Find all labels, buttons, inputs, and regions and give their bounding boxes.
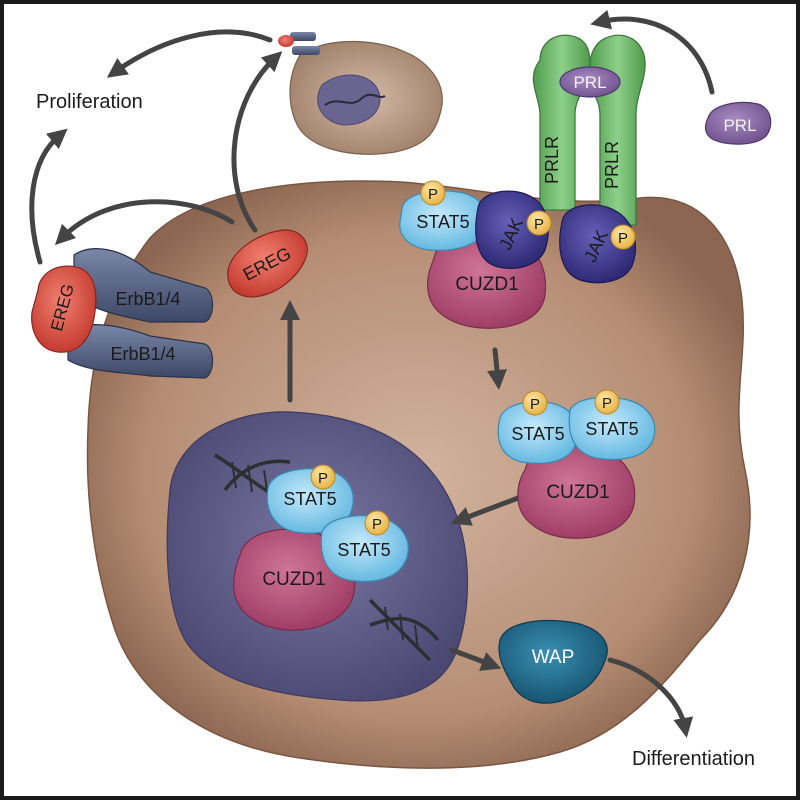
proliferation-label: Proliferation	[36, 91, 143, 113]
stat5-nucleus-bottom: STAT5	[320, 515, 409, 583]
arrow-neighbor-to-proliferation	[106, 29, 273, 78]
ereg-cell: EREG	[227, 229, 308, 298]
stat5-cyto-right: STAT5	[568, 396, 656, 461]
phospho-label: P	[618, 230, 628, 247]
arrow-ereg-to-erbb	[54, 199, 235, 246]
prl-bound-label: PRL	[573, 73, 606, 92]
arrow-nucleus-to-wap	[449, 647, 502, 671]
phospho-label: P	[534, 216, 544, 233]
phospho-cyto-right: P	[594, 389, 620, 415]
phospho-jak-left: P	[526, 210, 552, 236]
dna-helix-lower	[368, 598, 440, 662]
phospho-label: P	[602, 395, 612, 412]
arrow-receptor-to-cytoplasm	[487, 347, 507, 390]
stat5-receptor: STAT5	[399, 190, 487, 251]
phospho-label: P	[428, 186, 438, 203]
stat5-cyto-right-label: STAT5	[585, 419, 638, 439]
phospho-cyto-left: P	[522, 390, 548, 416]
differentiation-label: Differentiation	[632, 748, 755, 770]
stat5-cyto-left-label: STAT5	[511, 424, 564, 444]
prl-free-label: PRL	[723, 116, 756, 135]
wap-label: WAP	[532, 647, 575, 668]
arrow-ereg-to-neighbor	[231, 51, 283, 233]
erbb-bottom-label: ErbB1/4	[110, 344, 175, 364]
phospho-label: P	[318, 470, 328, 487]
ereg-neighbor: EREG	[31, 265, 97, 353]
phospho-stat5-receptor: P	[420, 180, 446, 206]
erbb-bottom: ErbB1/4	[67, 324, 214, 379]
cuzd1-nucleus-label: CUZD1	[262, 569, 325, 590]
prl-bound: PRL	[559, 66, 621, 98]
neighbor-nucleus	[317, 74, 386, 126]
prl-free: PRL	[704, 101, 772, 145]
cuzd1-receptor-label: CUZD1	[455, 274, 518, 295]
cuzd1-cytoplasm: CUZD1	[517, 445, 636, 539]
wap: WAP	[498, 620, 608, 704]
prlr-right-label: PRLR	[602, 141, 622, 189]
cuzd1-cytoplasm-label: CUZD1	[546, 482, 609, 503]
neighbor-receptor	[278, 32, 320, 55]
erbb-top: ErbB1/4	[73, 248, 214, 323]
arrow-prl-to-receptor	[590, 9, 715, 95]
phospho-jak-right: P	[610, 224, 636, 250]
phospho-label: P	[372, 516, 382, 533]
jak-left: JAK	[475, 190, 549, 269]
arrow-wap-to-differentiation	[607, 657, 694, 738]
stat5-receptor-label: STAT5	[416, 212, 469, 232]
phospho-nucleus-top: P	[310, 464, 336, 490]
erbb-top-label: ErbB1/4	[115, 289, 180, 309]
stat5-nucleus-top-label: STAT5	[283, 489, 336, 509]
stat5-nucleus-bottom-label: STAT5	[337, 540, 390, 560]
jak-right: JAK	[559, 204, 636, 284]
arrow-erbb-to-proliferation	[29, 128, 68, 265]
arrow-cytoplasm-to-nucleus	[450, 495, 521, 526]
prlr-left-label: PRLR	[542, 136, 562, 184]
phospho-label: P	[530, 396, 540, 413]
phospho-nucleus-bottom: P	[364, 510, 390, 536]
